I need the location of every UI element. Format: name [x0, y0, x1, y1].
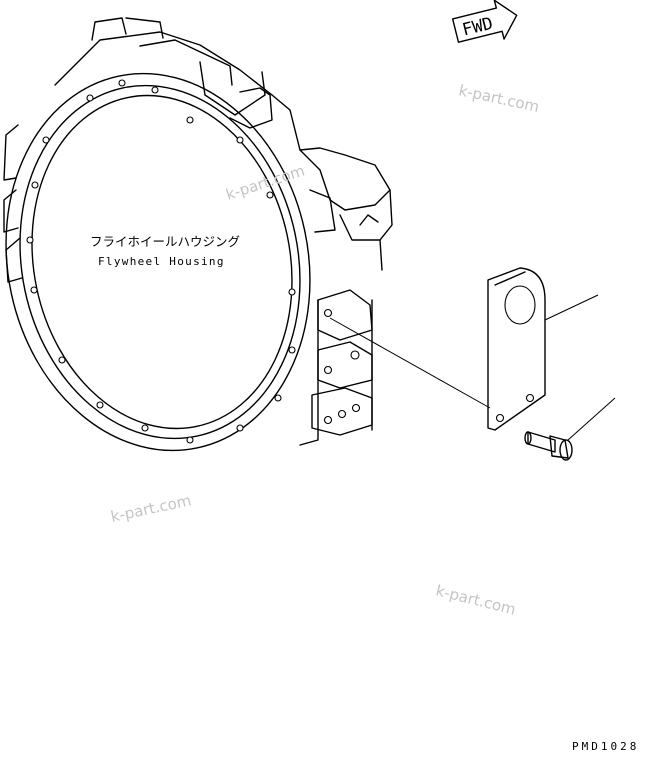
part-name-jp: フライホイールハウジング — [90, 234, 240, 249]
flywheel-housing — [3, 17, 393, 452]
watermark: k-part.com — [109, 491, 193, 526]
leader-lines — [329, 294, 616, 441]
fwd-label: FWD — [460, 14, 495, 41]
bolt — [524, 431, 573, 461]
part-name-en: Flywheel Housing — [98, 255, 225, 268]
watermark: k-part.com — [457, 81, 541, 116]
flange-bolt-holes — [26, 79, 296, 444]
fwd-arrow: FWD — [451, 0, 518, 43]
watermark: k-part.com — [434, 581, 518, 618]
lifting-bracket — [487, 267, 546, 431]
drawing-code: PMD1028 — [572, 740, 639, 753]
